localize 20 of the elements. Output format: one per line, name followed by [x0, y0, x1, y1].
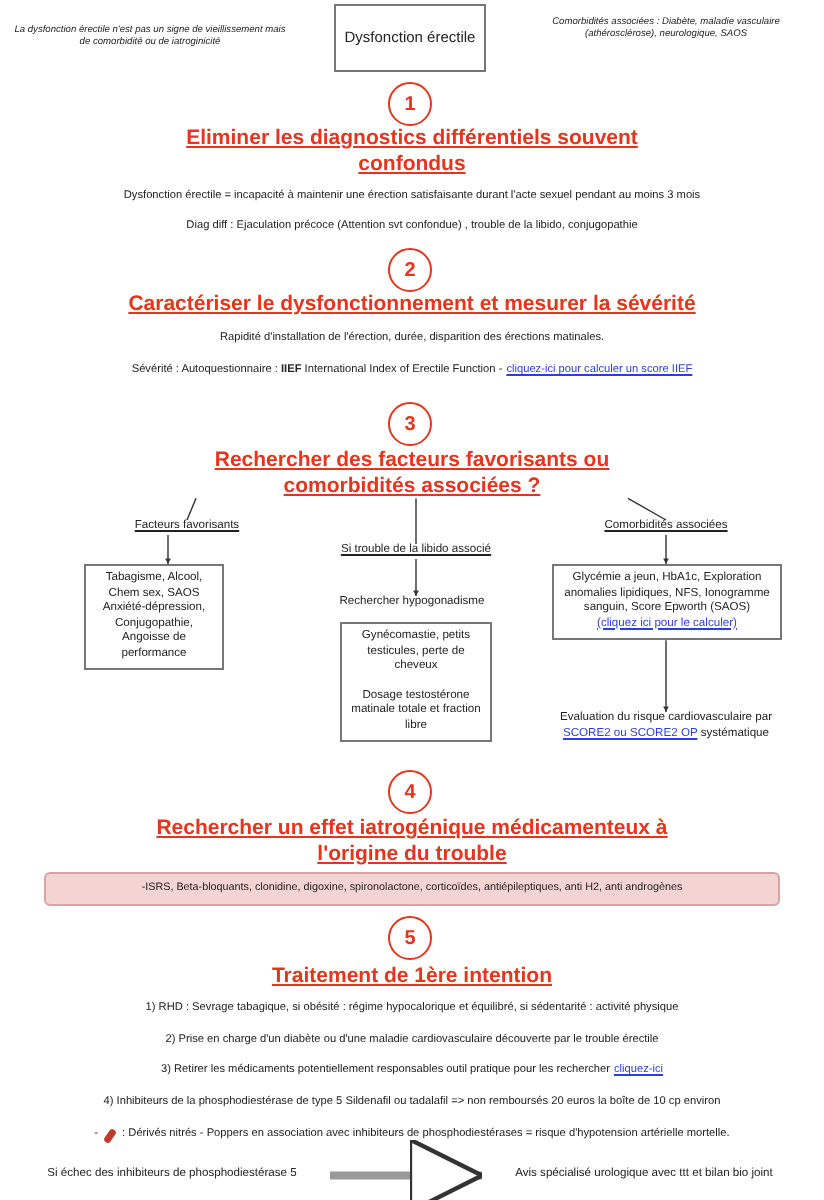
- step-number-circle: 1: [388, 82, 432, 126]
- arrow: [663, 534, 669, 565]
- section-heading: Traitement de 1ère intention: [269, 964, 555, 990]
- connector-line: [186, 497, 197, 521]
- connector-line: [627, 497, 667, 521]
- connector-line: [415, 497, 417, 545]
- exam-box: [340, 622, 492, 743]
- step-number-circle: 3: [388, 402, 432, 446]
- step-number-circle: 5: [388, 916, 432, 960]
- section-heading: Rechercher des facteurs favorisants ou comorbidités associées ?: [180, 448, 644, 499]
- step-number-circle: 2: [388, 248, 432, 292]
- arrow: [663, 639, 669, 713]
- exam-box: [552, 564, 782, 641]
- section-heading: Eliminer les diagnostics différentiels souvent confondus: [184, 126, 640, 177]
- arrow: [413, 558, 419, 597]
- section-heading: Rechercher un effet iatrogénique médicamenteux à l'origine du trouble: [154, 816, 670, 867]
- step-number-circle: 4: [388, 770, 432, 814]
- arrow: [165, 534, 171, 565]
- section-heading: Caractériser le dysfonctionnement et mesurer la sévérité: [126, 292, 698, 318]
- arrow: [330, 1137, 485, 1200]
